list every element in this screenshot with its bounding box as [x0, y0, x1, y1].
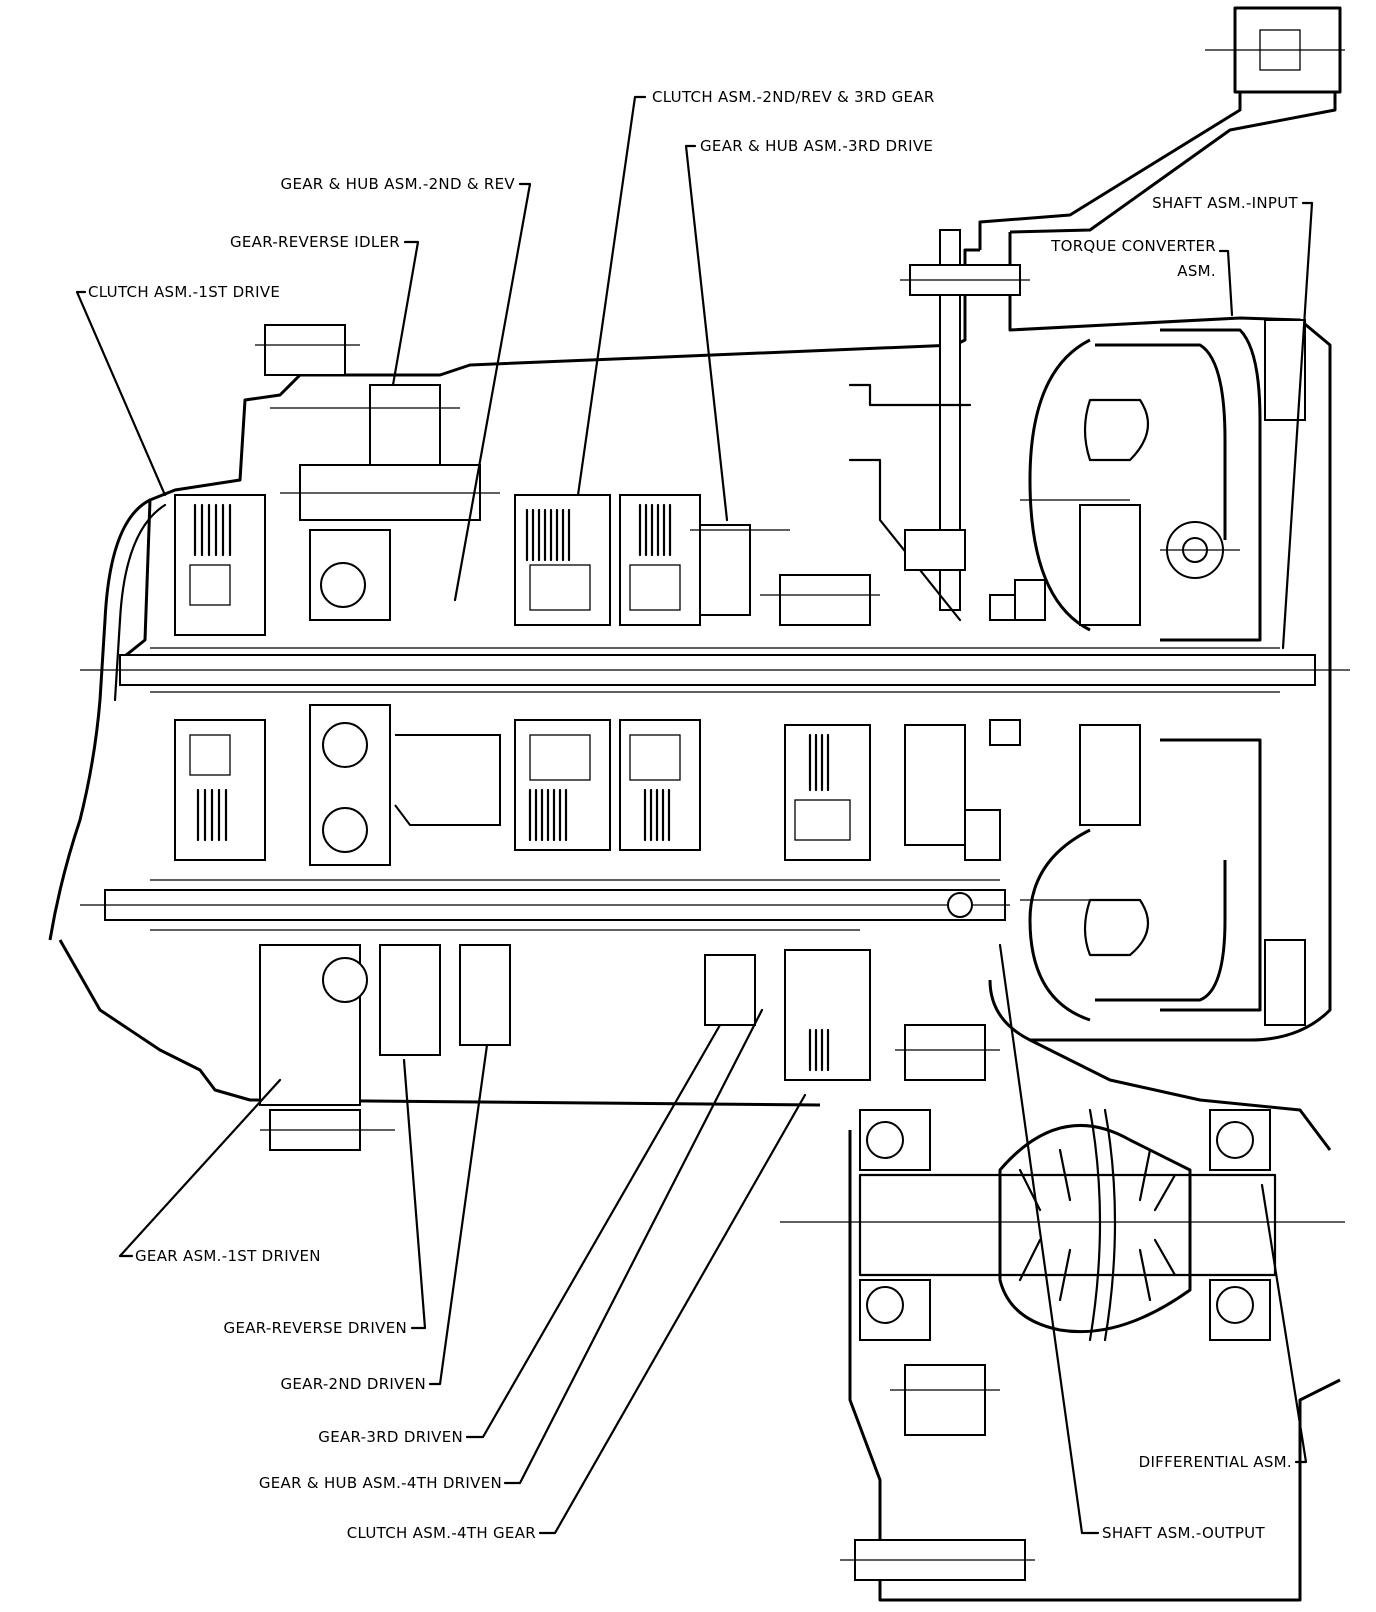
- label-differential: DIFFERENTIAL ASM.: [1139, 1453, 1292, 1471]
- label-clutch-4th-gear: CLUTCH ASM.-4TH GEAR: [347, 1524, 536, 1542]
- leader-gear-hub-4th-driven: [503, 1008, 764, 1485]
- leader-gear-reverse-driven: [402, 1058, 427, 1330]
- leader-gear-3rd-driven: [465, 1023, 722, 1439]
- input-shaft: [80, 647, 1350, 693]
- label-gear-2nd-driven: GEAR-2ND DRIVEN: [280, 1375, 426, 1393]
- leader-clutch-1st-drive: [75, 290, 167, 497]
- leader-gear-2nd-driven: [428, 1043, 489, 1386]
- leader-gear-hub-2nd-rev: [453, 182, 532, 602]
- output-shaft: [80, 879, 1010, 931]
- label-gear-hub-2nd-rev: GEAR & HUB ASM.-2ND & REV: [281, 175, 516, 193]
- leader-shaft-output: [998, 943, 1100, 1535]
- label-clutch-1st-drive: CLUTCH ASM.-1ST DRIVE: [88, 283, 280, 301]
- leader-differential: [1260, 1183, 1308, 1464]
- leader-lines: [75, 95, 1314, 1535]
- leader-gear-reverse-idler: [391, 240, 420, 387]
- callout-labels: CLUTCH ASM.-2ND/REV & 3RD GEAR GEAR & HU…: [88, 88, 1298, 1542]
- leader-gear-1st-driven: [118, 1078, 282, 1258]
- label-shaft-input: SHAFT ASM.-INPUT: [1152, 194, 1298, 212]
- leader-clutch-4th-gear: [538, 1093, 807, 1535]
- upper-clutch-packs: [174, 324, 790, 636]
- label-gear-1st-driven: GEAR ASM.-1ST DRIVEN: [135, 1247, 321, 1265]
- label-gear-reverse-driven: GEAR-REVERSE DRIVEN: [224, 1319, 407, 1337]
- leader-torque-converter: [1218, 249, 1234, 317]
- label-gear-hub-4th-driven: GEAR & HUB ASM.-4TH DRIVEN: [259, 1474, 502, 1492]
- lower-clutch-packs: [174, 704, 871, 1151]
- torque-converter: [1020, 319, 1306, 1026]
- leader-shaft-input: [1281, 201, 1314, 650]
- transmission-housing: [48, 6, 1345, 1602]
- leader-gear-hub-3rd-drive: [684, 144, 729, 522]
- label-torque-converter-line1: TORQUE CONVERTER: [1050, 237, 1216, 255]
- leader-clutch-2nd-rev-3rd: [576, 95, 647, 497]
- label-torque-converter-line2: ASM.: [1177, 262, 1216, 280]
- pump-section: [760, 229, 1046, 861]
- label-clutch-2nd-rev-3rd: CLUTCH ASM.-2ND/REV & 3RD GEAR: [652, 88, 935, 106]
- differential-assembly: [780, 1024, 1345, 1581]
- label-shaft-output: SHAFT ASM.-OUTPUT: [1102, 1524, 1265, 1542]
- label-gear-reverse-idler: GEAR-REVERSE IDLER: [230, 233, 400, 251]
- label-gear-3rd-driven: GEAR-3RD DRIVEN: [318, 1428, 463, 1446]
- label-gear-hub-3rd-drive: GEAR & HUB ASM.-3RD DRIVE: [700, 137, 933, 155]
